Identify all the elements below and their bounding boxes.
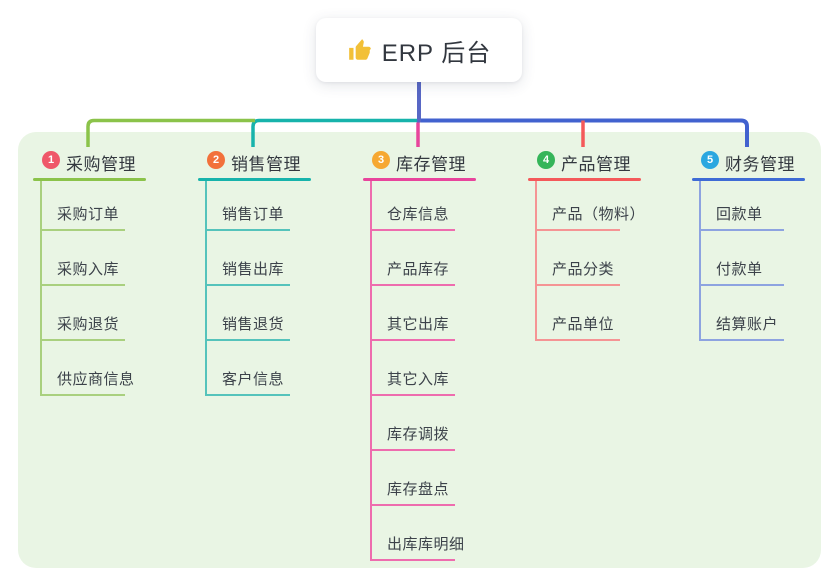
- branch-number-badge: 4: [537, 151, 555, 169]
- child-node[interactable]: 其它出库: [387, 316, 450, 333]
- child-underline: [699, 229, 784, 231]
- child-node[interactable]: 销售订单: [222, 206, 285, 223]
- branch-title[interactable]: 财务管理: [725, 155, 795, 174]
- child-node[interactable]: 采购订单: [57, 206, 120, 223]
- root-node[interactable]: ERP 后台: [316, 18, 522, 82]
- child-underline: [40, 284, 125, 286]
- branch-trunk-line: [205, 181, 207, 396]
- branch-title[interactable]: 销售管理: [231, 155, 301, 174]
- child-node[interactable]: 产品（物料）: [552, 206, 646, 223]
- child-underline: [370, 449, 455, 451]
- branch-title-underline: [528, 178, 641, 181]
- child-underline: [370, 504, 455, 506]
- branch-number-badge: 3: [372, 151, 390, 169]
- child-underline: [370, 339, 455, 341]
- branch-title-underline: [198, 178, 311, 181]
- branch-trunk-line: [699, 181, 701, 341]
- child-underline: [699, 339, 784, 341]
- child-underline: [205, 339, 290, 341]
- branch-title-underline: [33, 178, 146, 181]
- child-underline: [370, 284, 455, 286]
- child-node[interactable]: 其它入库: [387, 371, 450, 388]
- child-underline: [370, 229, 455, 231]
- branch-number-badge: 5: [701, 151, 719, 169]
- root-label: ERP 后台: [381, 39, 492, 67]
- branch-number-badge: 2: [207, 151, 225, 169]
- child-underline: [370, 394, 455, 396]
- child-node[interactable]: 产品库存: [387, 261, 450, 278]
- child-node[interactable]: 采购入库: [57, 261, 120, 278]
- child-underline: [370, 559, 455, 561]
- thumbs-up-icon: [347, 37, 373, 63]
- child-underline: [535, 284, 620, 286]
- child-node[interactable]: 客户信息: [222, 371, 285, 388]
- branch-number-badge: 1: [42, 151, 60, 169]
- child-node[interactable]: 供应商信息: [57, 371, 135, 388]
- child-node[interactable]: 付款单: [716, 261, 763, 278]
- child-node[interactable]: 库存调拨: [387, 426, 450, 443]
- branch-trunk-line: [370, 181, 372, 561]
- branch-title[interactable]: 产品管理: [561, 155, 631, 174]
- child-underline: [535, 229, 620, 231]
- child-node[interactable]: 采购退货: [57, 316, 120, 333]
- child-underline: [205, 229, 290, 231]
- child-underline: [40, 339, 125, 341]
- child-node[interactable]: 仓库信息: [387, 206, 450, 223]
- child-node[interactable]: 产品分类: [552, 261, 615, 278]
- branch-title-underline: [692, 178, 805, 181]
- child-underline: [40, 229, 125, 231]
- child-underline: [40, 394, 125, 396]
- child-underline: [205, 394, 290, 396]
- child-node[interactable]: 结算账户: [716, 316, 779, 333]
- child-node[interactable]: 产品单位: [552, 316, 615, 333]
- child-node[interactable]: 出库库明细: [387, 536, 465, 553]
- branch-title-underline: [363, 178, 476, 181]
- child-underline: [205, 284, 290, 286]
- branch-title[interactable]: 采购管理: [66, 155, 136, 174]
- branches-panel: [18, 132, 821, 568]
- child-node[interactable]: 销售出库: [222, 261, 285, 278]
- branch-title[interactable]: 库存管理: [396, 155, 466, 174]
- child-underline: [535, 339, 620, 341]
- branch-trunk-line: [40, 181, 42, 396]
- child-underline: [699, 284, 784, 286]
- child-node[interactable]: 回款单: [716, 206, 763, 223]
- branch-trunk-line: [535, 181, 537, 341]
- child-node[interactable]: 库存盘点: [387, 481, 450, 498]
- child-node[interactable]: 销售退货: [222, 316, 285, 333]
